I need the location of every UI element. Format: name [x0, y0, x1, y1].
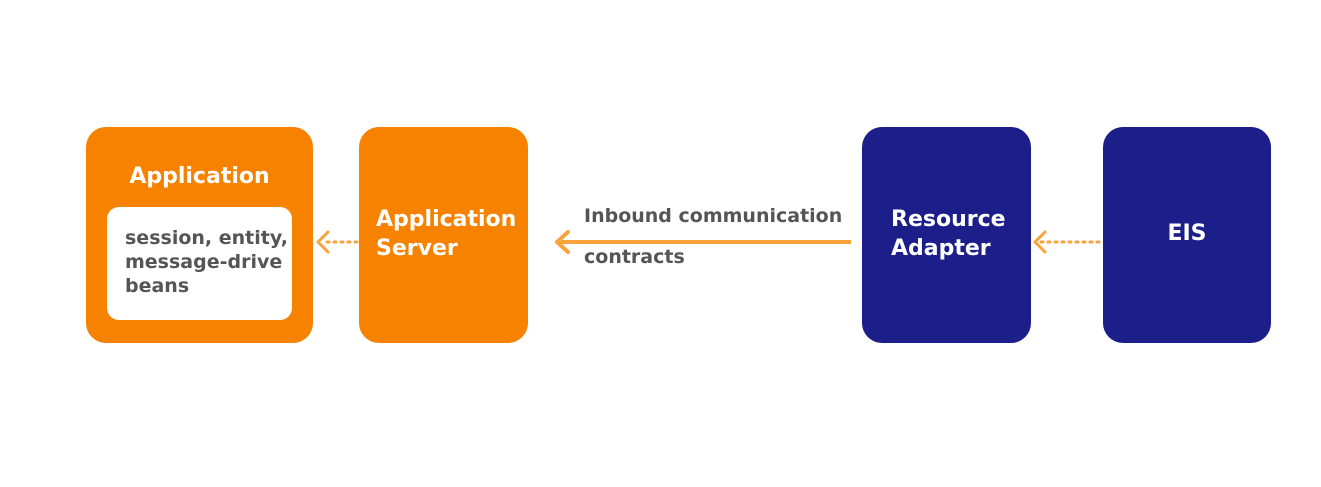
application-components-line-3: beans — [125, 275, 190, 297]
application-node: Application session, entity, message-dri… — [86, 127, 313, 343]
application-components-line-2: message-drive — [125, 251, 283, 273]
inbound-connector-label-line-1: Inbound communication — [584, 205, 843, 227]
application-server-title-line-1: Application — [376, 207, 517, 232]
resource-adapter-title: Resource Adapter — [891, 205, 1006, 263]
application-server-title-line-2: Server — [376, 236, 458, 261]
application-server-to-application-arrow — [316, 230, 359, 254]
application-server-node: Application Server — [359, 127, 528, 343]
resource-adapter-title-line-2: Adapter — [891, 236, 991, 261]
resource-adapter-node: Resource Adapter — [862, 127, 1031, 343]
application-server-title: Application Server — [376, 205, 516, 263]
eis-to-resource-adapter-arrow — [1033, 230, 1101, 254]
resource-adapter-to-application-server-arrow — [555, 230, 851, 254]
application-components-line-1: session, entity, — [125, 227, 288, 249]
application-title: Application — [129, 164, 270, 189]
resource-adapter-title-line-1: Resource — [891, 207, 1006, 232]
inbound-connector-label-line-2: contracts — [584, 246, 685, 268]
eis-node: EIS — [1103, 127, 1271, 343]
application-components-card: session, entity, message-drive beans — [107, 207, 292, 320]
eis-title: EIS — [1167, 221, 1207, 246]
